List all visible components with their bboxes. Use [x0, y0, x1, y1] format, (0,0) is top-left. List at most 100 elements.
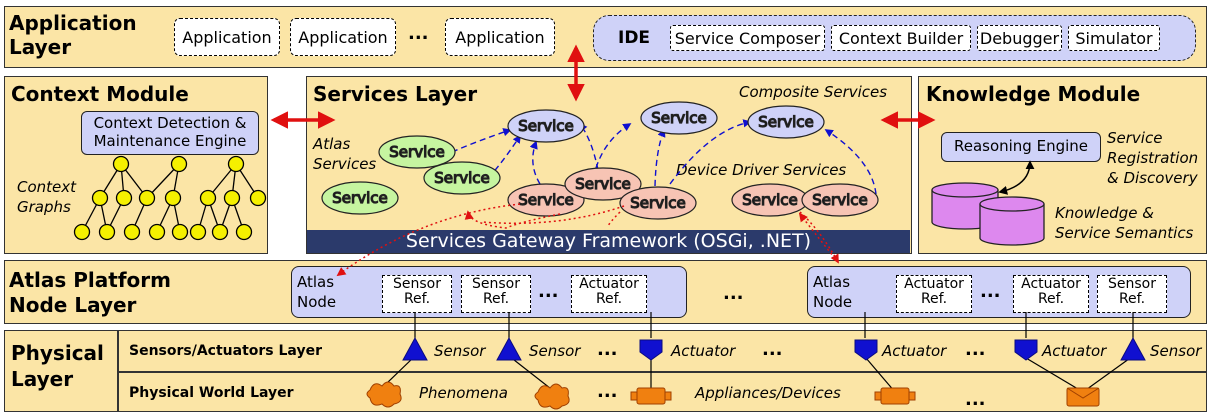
context-engine-line-1: Context Detection &	[93, 114, 247, 132]
left-ref-3-line-2: Ref.	[595, 291, 623, 307]
sensor-label-1: Sensor	[434, 342, 486, 360]
sensor-triangles	[402, 336, 1146, 361]
service-atlas-3: Service	[321, 181, 399, 215]
right-ref-1-line-2: Ref.	[920, 291, 948, 307]
right-ref-1-line-1: Actuator	[904, 276, 964, 292]
sensor-row-ellipsis-3: ...	[965, 339, 986, 360]
right-ref-actuator-2: Actuator Ref.	[1013, 275, 1089, 313]
left-ref-2-line-2: Ref.	[482, 291, 510, 307]
services-layer-panel: Services Layer Composite Services Atlas …	[306, 76, 912, 254]
appliance-icon-2	[880, 387, 910, 405]
atlas-node-left-label-1: Atlas	[297, 273, 335, 291]
service-atlas-2: Service	[423, 161, 501, 195]
actuator-icon-2	[854, 339, 878, 361]
right-ref-3-line-1: Sensor	[1108, 276, 1156, 292]
actuator-label-1: Actuator	[671, 342, 736, 360]
appliances-label: Appliances/Devices	[695, 384, 841, 402]
service-driver-2: Service	[564, 167, 642, 201]
atlas-services-line-2: Services	[313, 155, 377, 173]
actuator-icon-3	[1014, 339, 1038, 361]
service-driver-1: Service	[507, 183, 585, 217]
appliance-devices	[630, 387, 1100, 407]
atlas-node-right-label-2: Node	[813, 293, 853, 311]
services-layer-title: Services Layer	[313, 82, 478, 106]
semantics-line-2: Service Semantics	[1055, 224, 1194, 242]
ide-tool-service-composer: Service Composer	[670, 25, 825, 51]
services-ellipses: Service Service Service Service Service …	[321, 101, 879, 220]
device-driver-services-label: Device Driver Services	[676, 161, 847, 179]
reasoning-database-arrow	[998, 160, 1035, 195]
left-ref-1-line-1: Sensor	[393, 276, 441, 292]
application-ellipsis: ...	[408, 23, 429, 44]
service-composite-1: Service	[507, 109, 585, 143]
physical-layer-panel: Physical Layer Sensors/Actuators Layer P…	[4, 330, 1207, 412]
world-row-ellipsis-1: ...	[597, 381, 618, 402]
application-layer-panel: Application Layer Application Applicatio…	[4, 6, 1207, 68]
world-row-ellipsis-2: ...	[965, 389, 986, 410]
svg-text:Service: Service	[630, 194, 685, 212]
ide-tool-context-builder: Context Builder	[831, 25, 971, 51]
left-ref-3-line-1: Actuator	[579, 276, 639, 292]
service-driver-5: Service	[801, 183, 879, 217]
left-ref-sensor-2: Sensor Ref.	[461, 275, 531, 313]
registration-line-3: & Discovery	[1107, 169, 1198, 187]
node-layer-panel: Atlas Platform Node Layer Atlas Node Sen…	[4, 260, 1207, 324]
svg-text:Service: Service	[389, 143, 444, 161]
atlas-node-right-label-1: Atlas	[813, 273, 851, 291]
physical-world-row-label: Physical World Layer	[129, 385, 294, 401]
node-layer-title-2: Node Layer	[9, 293, 137, 317]
ide-tool-simulator: Simulator	[1068, 25, 1160, 51]
sensors-actuators-row-label: Sensors/Actuators Layer	[129, 343, 322, 359]
right-ref-sensor: Sensor Ref.	[1097, 275, 1167, 313]
service-atlas-1: Service	[378, 135, 456, 169]
physical-divider-horizontal	[117, 371, 1207, 373]
context-graphs	[73, 155, 267, 241]
actuator-icon-1	[639, 339, 663, 361]
sensor-icon-2	[496, 336, 522, 361]
context-engine-line-2: Maintenance Engine	[93, 132, 247, 150]
phenomena-icon-1	[366, 381, 402, 408]
application-box-3: Application	[445, 18, 555, 56]
appliance-icon-1	[636, 387, 666, 405]
application-box-1: Application	[174, 18, 280, 56]
right-ref-actuator-1: Actuator Ref.	[896, 275, 972, 313]
atlas-node-right: Atlas Node Actuator Ref. ... Actuator Re…	[807, 266, 1191, 318]
actuator-shields	[639, 339, 1038, 361]
svg-text:Service: Service	[518, 191, 573, 209]
knowledge-databases	[931, 182, 1045, 246]
semantics-line-1: Knowledge &	[1055, 204, 1154, 222]
context-engine-box: Context Detection & Maintenance Engine	[81, 111, 259, 155]
registration-line-2: Registration	[1107, 149, 1199, 167]
phenomena-blobs	[366, 381, 570, 410]
sensor-icon-3	[1120, 336, 1146, 361]
actuator-label-3: Actuator	[1042, 342, 1107, 360]
svg-text:Service: Service	[758, 113, 813, 131]
knowledge-module-title: Knowledge Module	[926, 82, 1141, 106]
sensor-label-2: Sensor	[529, 342, 581, 360]
context-module-title: Context Module	[11, 82, 189, 106]
ide-bar: IDE Service Composer Context Builder Deb…	[593, 15, 1196, 61]
phenomena-label: Phenomena	[419, 384, 509, 402]
right-ref-2-line-1: Actuator	[1021, 276, 1081, 292]
sensor-icon-1	[402, 336, 428, 361]
services-gateway-framework: Services Gateway Framework (OSGi, .NET)	[307, 230, 910, 253]
ide-tool-debugger: Debugger	[977, 25, 1062, 51]
left-ref-1-line-2: Ref.	[403, 291, 431, 307]
right-ref-3-line-2: Ref.	[1118, 291, 1146, 307]
context-graphs-line-1: Context	[17, 178, 77, 196]
sensor-row-ellipsis-2: ...	[762, 339, 783, 360]
sensor-row-ellipsis-1: ...	[597, 339, 618, 360]
left-ref-sensor-1: Sensor Ref.	[382, 275, 452, 313]
svg-text:Service: Service	[518, 117, 573, 135]
between-nodes-ellipsis: ...	[723, 283, 744, 304]
left-node-ellipsis: ...	[538, 281, 559, 302]
svg-text:Service: Service	[575, 175, 630, 193]
sensor-label-3: Sensor	[1150, 342, 1202, 360]
right-node-ellipsis: ...	[980, 281, 1001, 302]
actuator-label-2: Actuator	[882, 342, 947, 360]
node-layer-title-1: Atlas Platform	[9, 268, 171, 292]
left-ref-actuator: Actuator Ref.	[571, 275, 647, 313]
context-graphs-line-2: Graphs	[17, 198, 71, 216]
reasoning-engine-box: Reasoning Engine	[941, 132, 1101, 162]
